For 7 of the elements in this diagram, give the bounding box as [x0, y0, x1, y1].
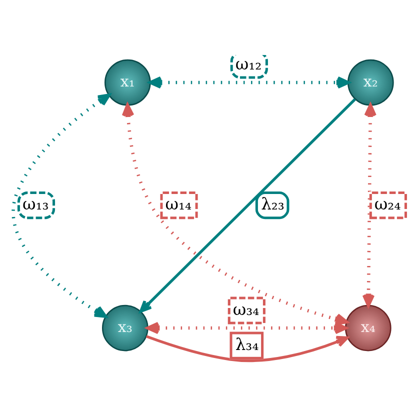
- edge-label: ω₂₄: [374, 194, 401, 214]
- edge-label: ω₁₃: [22, 194, 49, 214]
- edge-label: ω₁₂: [235, 54, 262, 73]
- edge-label: ω₃₄: [232, 299, 260, 318]
- edge-label: ω₁₄: [165, 194, 192, 214]
- edge-label: λ₃₄: [235, 334, 259, 354]
- edge-label: λ₂₃: [261, 194, 284, 214]
